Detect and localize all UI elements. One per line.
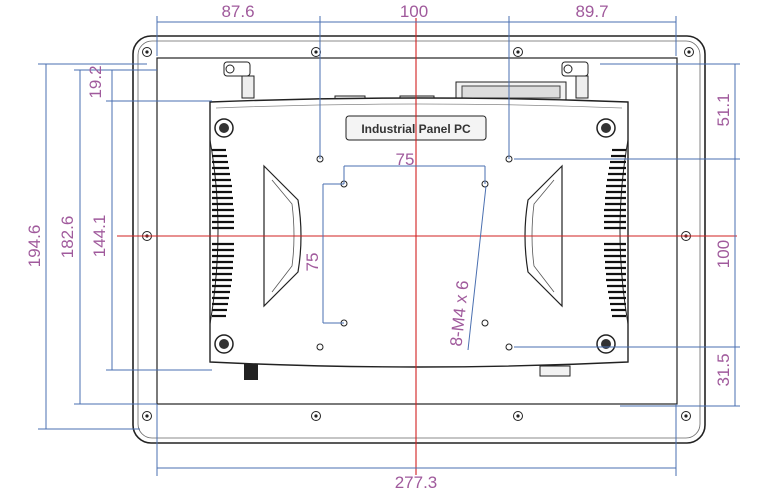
dim-top-right: 89.7 [575,2,608,21]
dimension-lines [38,16,740,476]
dim-right-middle: 100 [714,240,733,268]
frame-screw-hole [311,47,321,57]
housing-screws [214,118,616,354]
mount-hole-100 [316,343,324,351]
dim-left-inner-height: 182.6 [58,216,77,259]
dimension-labels: 87.6 100 89.7 277.3 75 194.6 182.6 144.1… [25,2,733,492]
housing-screw [214,334,234,354]
housing-screw [214,118,234,138]
antenna-connector-left [223,61,255,99]
housing-screw [596,118,616,138]
mount-hole-75 [481,319,489,327]
frame-screw-hole [513,411,523,421]
dim-top-left: 87.6 [221,2,254,21]
mounting-holes [316,155,513,351]
vent-right [604,139,629,325]
dim-vesa-vertical: 75 [303,253,322,272]
dim-left-top-offset: 19.2 [86,65,105,98]
dim-bottom-width: 277.3 [395,473,438,492]
rear-housing [209,97,629,380]
frame-screw-hole [681,411,691,421]
frame-screw-hole [311,411,321,421]
frame-screw-hole [142,411,152,421]
frame-screw-hole [684,47,694,57]
vent-left [209,139,234,325]
center-lines [117,18,737,475]
mount-hole-100 [505,343,513,351]
frame-screw-hole [142,47,152,57]
dim-right-bottom: 31.5 [714,353,733,386]
dim-top-center: 100 [400,2,428,21]
dim-right-top: 51.1 [714,93,733,126]
dim-left-outer-height: 194.6 [25,225,44,268]
housing-screw [596,334,616,354]
dim-vesa-horizontal: 75 [396,150,415,169]
antenna-connector-right [561,61,589,99]
frame-screw-hole [513,47,523,57]
dim-left-body-height: 144.1 [90,215,109,258]
